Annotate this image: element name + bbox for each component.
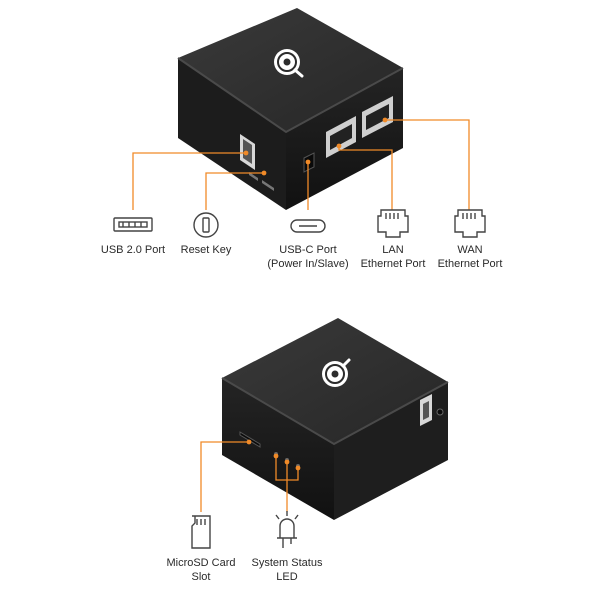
- label-wan-port: WAN Ethernet Port: [437, 244, 503, 270]
- usb-c-icon: [290, 219, 326, 233]
- device-left-face-2: [222, 378, 334, 520]
- leader-lines-top: [132, 119, 470, 210]
- wan-port: [362, 96, 393, 138]
- flower-logo: [274, 49, 304, 78]
- leader-dots-top: [243, 117, 388, 176]
- usb-a-icon: [113, 217, 153, 232]
- label-status-led: System Status LED: [251, 557, 323, 583]
- label-reset-key: Reset Key: [180, 244, 232, 256]
- device-back-view: [221, 318, 449, 520]
- device-right-face-2: [334, 382, 448, 520]
- label-microsd-slot: MicroSD Card Slot: [166, 557, 236, 583]
- label-lan-port: LAN Ethernet Port: [360, 244, 426, 270]
- reset-key-icon: [193, 212, 219, 238]
- status-led-icon: [275, 511, 299, 548]
- ethernet-lan-icon: [377, 209, 409, 238]
- label-usb-port: USB 2.0 Port: [100, 244, 166, 256]
- leader-lines-bottom: [200, 441, 299, 512]
- ethernet-wan-icon: [454, 209, 486, 238]
- flower-logo-2: [322, 358, 351, 387]
- microsd-slot: [239, 431, 261, 448]
- leader-dots-bottom: [246, 439, 301, 471]
- device-front-view: [177, 8, 404, 210]
- lan-port: [326, 116, 356, 158]
- microsd-card-icon: [191, 515, 211, 549]
- label-usbc-port: USB-C Port (Power In/Slave): [267, 244, 349, 270]
- device-left-face: [178, 58, 286, 210]
